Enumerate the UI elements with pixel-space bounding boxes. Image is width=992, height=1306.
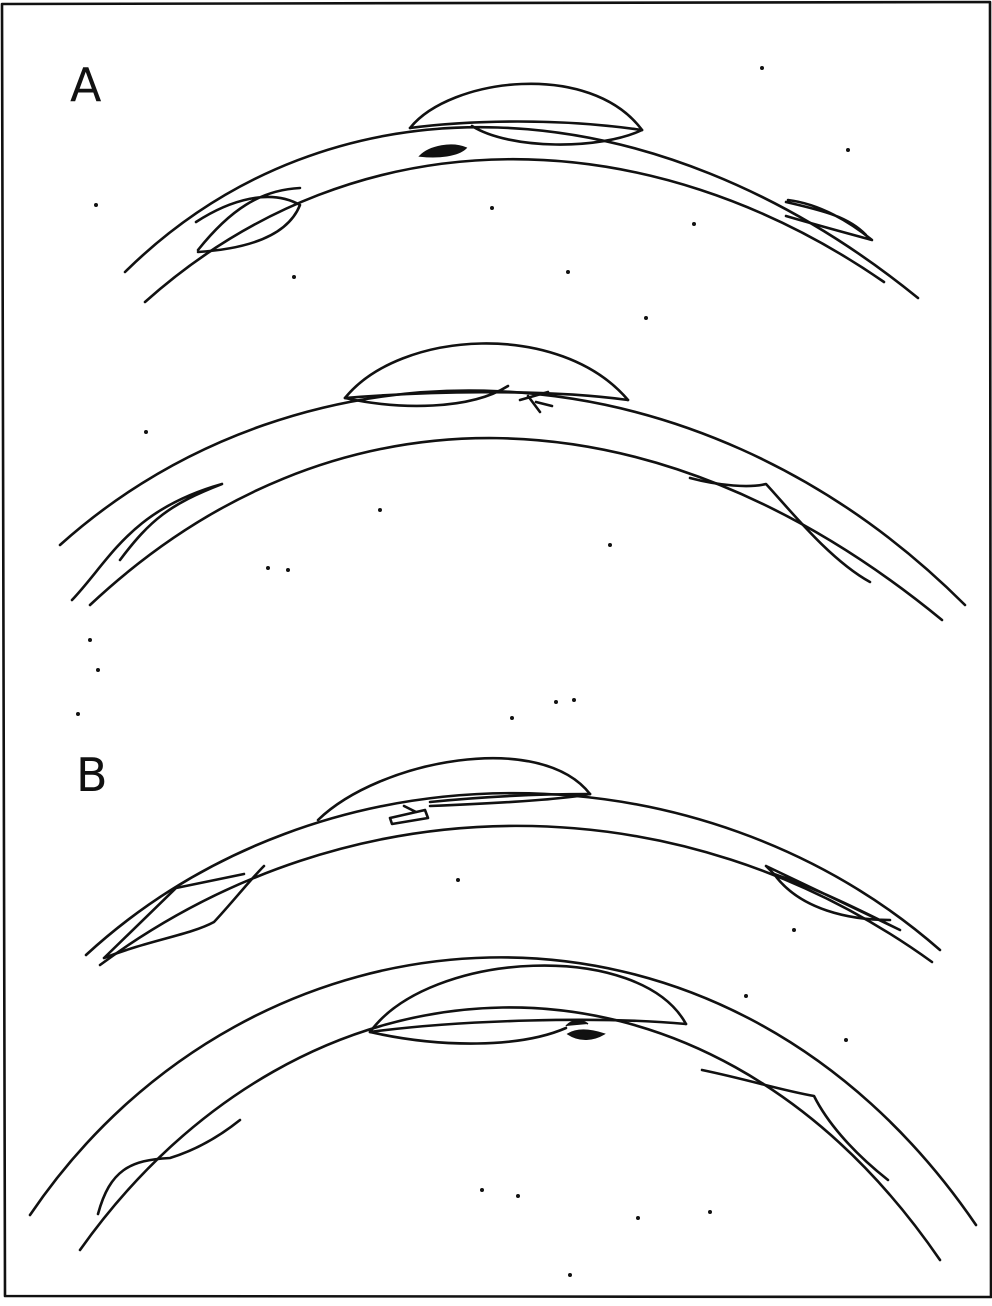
panel-label-b: B	[76, 752, 108, 798]
panel-b-sketch-2	[30, 957, 976, 1260]
foreign-body-mark	[420, 145, 466, 157]
panel-a-sketch-2	[60, 343, 965, 620]
panel-label-a: A	[70, 62, 101, 108]
inner-cornea-curve	[100, 826, 932, 965]
outer-cornea-curve	[30, 957, 976, 1225]
lens-underside	[370, 1028, 566, 1044]
outer-cornea-curve	[60, 391, 965, 605]
foreign-body-mark	[390, 806, 428, 824]
left-wound-flap	[196, 188, 300, 252]
inner-cornea-curve	[145, 159, 884, 302]
inner-cornea-curve	[90, 438, 942, 620]
inner-cornea-curve	[80, 1007, 940, 1260]
panel-b-sketch-1	[86, 758, 940, 965]
left-wound-flap	[72, 484, 222, 600]
outer-cornea-curve	[86, 793, 940, 955]
foreign-body-mark	[566, 1020, 604, 1039]
right-wound-flap	[690, 478, 870, 582]
specks	[76, 66, 850, 1277]
panel-a-sketch-1	[125, 84, 918, 302]
outer-cornea-curve	[125, 127, 918, 298]
